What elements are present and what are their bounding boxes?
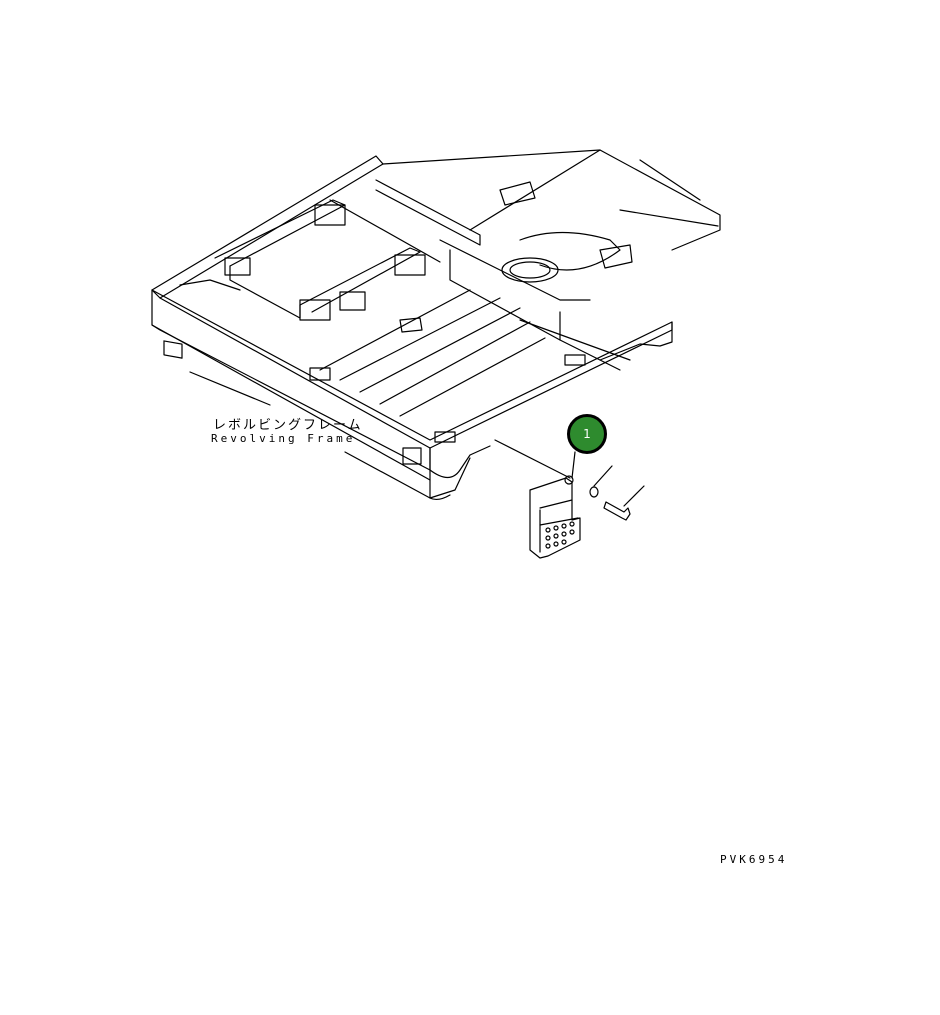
callout-leader-line-2 (571, 451, 576, 479)
frame-label-japanese: レボルビングフレーム (213, 418, 363, 433)
washer-and-bolt (589, 465, 645, 521)
callout-leader-line (494, 439, 571, 479)
frame-interior (179, 179, 633, 443)
frame-leader-line-2 (344, 451, 431, 499)
frame-label-english: Revolving Frame (211, 432, 356, 445)
frame-leader-line (189, 371, 271, 406)
step-bracket (529, 475, 581, 559)
drawing-code: PVK6954 (720, 853, 788, 866)
frame-outline (151, 149, 721, 501)
part-callout-1[interactable]: 1 (567, 414, 607, 454)
callout-number: 1 (583, 427, 591, 441)
